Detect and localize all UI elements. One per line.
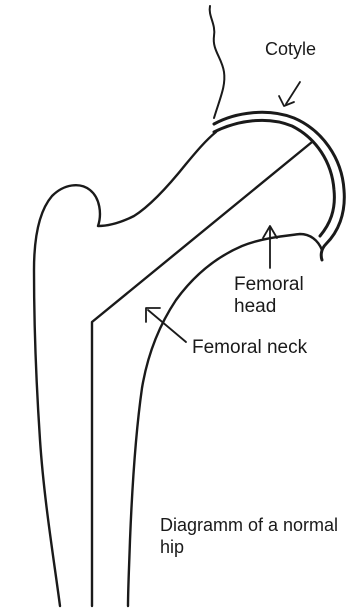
cotyle-arrow-head xyxy=(279,96,294,106)
cotyle-arrow-shaft xyxy=(286,82,300,104)
label-femoral-head: Femoral head xyxy=(234,274,324,318)
label-femoral-neck: Femoral neck xyxy=(192,338,307,357)
pelvis-outline xyxy=(210,6,225,118)
label-cotyle: Cotyle xyxy=(265,40,316,58)
diagram-caption: Diagramm of a normal hip xyxy=(160,514,350,558)
cotyle-inner-arc xyxy=(214,120,334,236)
